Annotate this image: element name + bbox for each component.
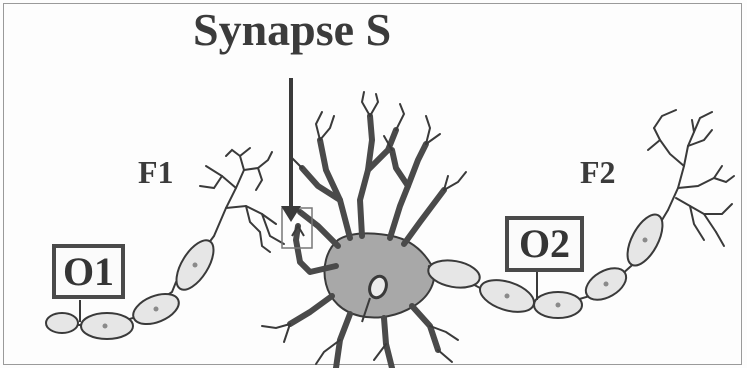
- right-branch-a: [654, 128, 684, 166]
- dendrite-low-3: [384, 318, 392, 368]
- left-branch-i: [256, 168, 262, 190]
- right-branch-j: [716, 232, 724, 246]
- label-f1: F1: [138, 154, 174, 190]
- tip-4: [362, 92, 370, 116]
- left-nucleus-1: [103, 324, 108, 329]
- right-branch-f: [714, 176, 734, 182]
- right-nucleus-2: [556, 303, 561, 308]
- right-branch-k: [694, 112, 712, 132]
- right-nucleus-3: [604, 282, 609, 287]
- dendrite-up-8: [300, 212, 338, 246]
- right-branch-b: [648, 140, 660, 150]
- right-branch-e: [678, 166, 722, 188]
- right-branch-c: [688, 120, 694, 146]
- tip-1: [316, 112, 322, 140]
- tip-2: [320, 116, 334, 140]
- synapse-title: Synapse S: [193, 4, 391, 56]
- left-nucleus-2: [154, 307, 159, 312]
- dendrite-low-1: [290, 296, 332, 324]
- left-branch-b: [200, 176, 222, 188]
- low-tip-2: [284, 324, 290, 342]
- dendrite-low-6: [296, 226, 300, 262]
- tip-7: [426, 116, 430, 144]
- left-branch-e: [226, 206, 276, 224]
- right-nucleus-4: [643, 238, 648, 243]
- low-tip-4: [374, 344, 386, 360]
- left-nucleus-3: [193, 263, 198, 268]
- low-tip-1: [262, 324, 290, 328]
- tip-6: [396, 104, 404, 130]
- label-f2: F2: [580, 154, 616, 190]
- synapse-arrow: [281, 78, 301, 222]
- label-o1-box: O1: [52, 244, 125, 299]
- tip-5: [370, 94, 378, 116]
- left-branch-c: [240, 148, 250, 170]
- right-branch-h: [704, 204, 732, 214]
- right-sheath-1: [426, 257, 482, 292]
- right-nucleus-1: [505, 294, 510, 299]
- left-sheath-1: [46, 313, 78, 333]
- label-o2-box: O2: [505, 216, 584, 272]
- left-branch-h: [226, 150, 240, 156]
- dendrite-up-7: [404, 190, 444, 244]
- dendrite-up-6: [392, 150, 408, 186]
- left-branch-f: [262, 214, 284, 244]
- right-branch-l: [654, 110, 676, 128]
- dendrite-up-3: [360, 116, 372, 236]
- upper-dendrites: [300, 116, 444, 246]
- low-tip-6: [438, 350, 452, 362]
